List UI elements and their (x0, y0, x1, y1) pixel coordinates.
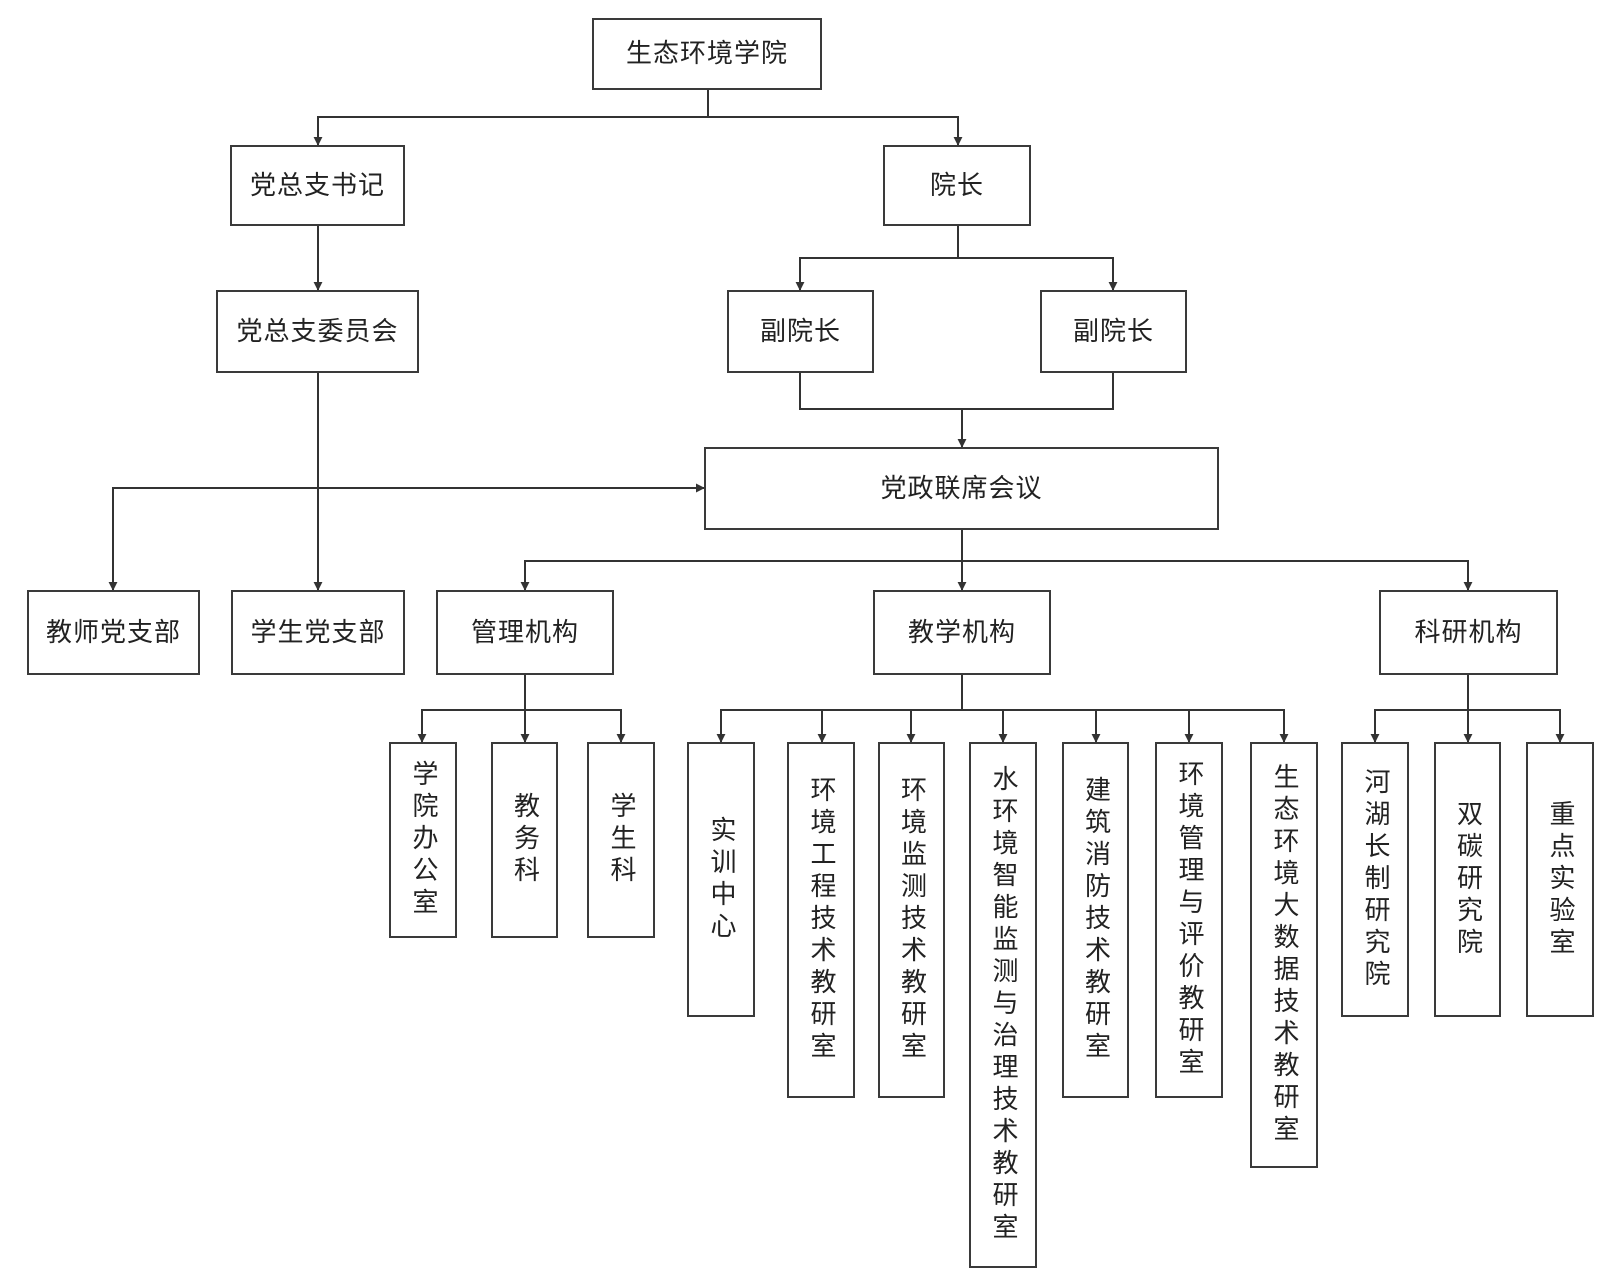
node-college-office: 学院办公室 (389, 742, 457, 938)
node-admin-org: 管理机构 (436, 590, 614, 675)
edge-dean-vicedean1 (795, 226, 959, 291)
edge-teaching-children (716, 675, 963, 743)
node-student-affairs: 学生科 (587, 742, 655, 938)
node-teaching-org: 教学机构 (873, 590, 1051, 675)
edge-dean-vicedean2 (958, 257, 1118, 291)
edge-admin-children (417, 675, 526, 743)
node-research-org: 科研机构 (1379, 590, 1558, 675)
node-vice-dean-2: 副院长 (1040, 290, 1187, 373)
edge-meeting-research (962, 560, 1473, 591)
node-student-branch: 学生党支部 (231, 590, 405, 675)
node-eco-bigdata-lab: 生态环境大数据技术教研室 (1250, 742, 1318, 1168)
edge-college-secretary (313, 90, 709, 146)
node-fire-tech-lab: 建筑消防技术教研室 (1062, 742, 1129, 1098)
node-teacher-branch: 教师党支部 (27, 590, 200, 675)
node-env-engineering-lab: 环境工程技术教研室 (787, 742, 855, 1098)
node-carbon-institute: 双碳研究院 (1434, 742, 1501, 1017)
edge-meeting-admin (520, 530, 963, 591)
node-dean: 院长 (883, 145, 1031, 226)
node-party-secretary: 党总支书记 (230, 145, 405, 226)
node-key-laboratory: 重点实验室 (1526, 742, 1594, 1017)
node-river-lake-institute: 河湖长制研究院 (1341, 742, 1409, 1017)
node-college: 生态环境学院 (592, 18, 822, 90)
edge-research-children (1370, 675, 1469, 743)
node-training-center: 实训中心 (687, 742, 755, 1017)
node-env-monitoring-lab: 环境监测技术教研室 (878, 742, 945, 1098)
node-env-management-lab: 环境管理与评价教研室 (1155, 742, 1223, 1098)
node-party-committee: 党总支委员会 (216, 290, 419, 373)
node-joint-meeting: 党政联席会议 (704, 447, 1219, 530)
edge-vicedeans-meeting (799, 373, 1114, 410)
node-academic-affairs: 教务科 (491, 742, 558, 938)
edge-college-dean (708, 116, 963, 146)
node-water-env-lab: 水环境智能监测与治理技术教研室 (969, 742, 1037, 1268)
edge-committee-teacher (108, 487, 318, 591)
node-vice-dean-1: 副院长 (727, 290, 874, 373)
